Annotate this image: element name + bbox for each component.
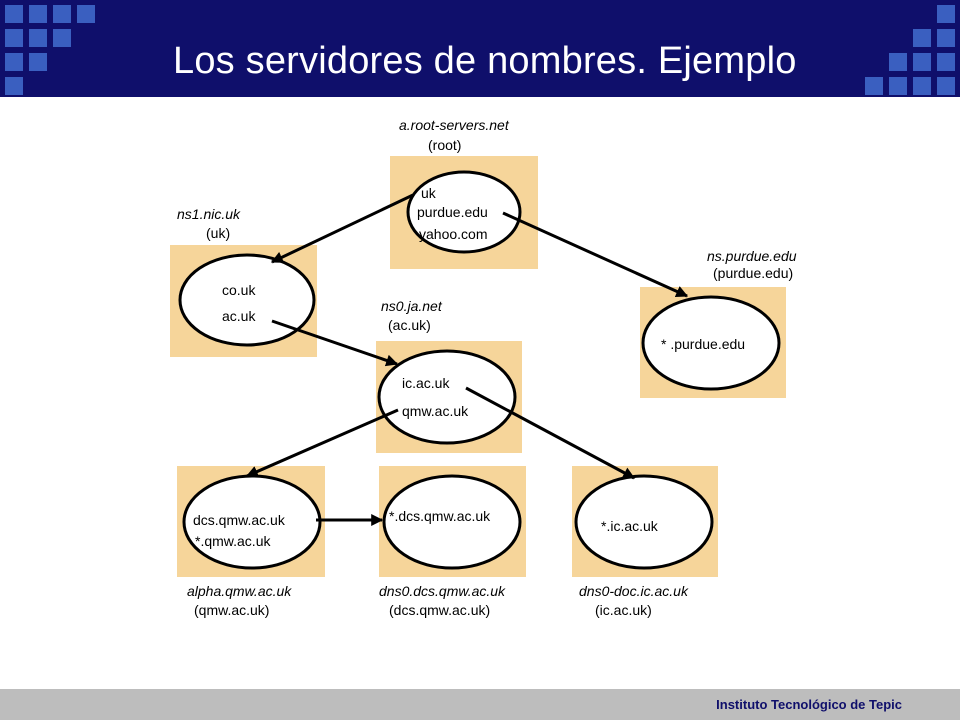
decor-square [889, 53, 907, 71]
decor-square [913, 53, 931, 71]
server-zone: (qmw.ac.uk) [194, 602, 269, 618]
server-dns0-dcs-qmw: *.dcs.qmw.ac.uk dns0.dcs.qmw.ac.uk (dcs.… [379, 466, 526, 618]
server-ellipse [574, 474, 714, 570]
decor-square [5, 29, 23, 47]
arrow-root-to-uk [270, 193, 414, 264]
slide-footer: Instituto Tecnológico de Tepic [0, 689, 960, 720]
arrow-ja-to-doc [465, 386, 636, 480]
server-alpha-qmw: dcs.qmw.ac.uk *.qmw.ac.uk alpha.qmw.ac.u… [177, 466, 325, 618]
slide-title: Los servidores de nombres. Ejemplo [173, 40, 797, 82]
server-ellipse [382, 474, 522, 570]
decor-square [53, 29, 71, 47]
zone-entry: dcs.qmw.ac.uk [193, 512, 286, 528]
zone-entry: *.dcs.qmw.ac.uk [389, 508, 491, 524]
zone-entry: ac.uk [222, 308, 256, 324]
server-ellipse [178, 253, 316, 347]
server-name: alpha.qmw.ac.uk [187, 583, 292, 599]
server-ns-purdue-edu: ns.purdue.edu (purdue.edu) * .purdue.edu [640, 248, 797, 398]
zone-entry: yahoo.com [419, 226, 487, 242]
decor-square [913, 77, 931, 95]
server-ellipse [377, 349, 517, 445]
decor-square [937, 5, 955, 23]
decor-square [889, 77, 907, 95]
zone-entry: *.ic.ac.uk [601, 518, 659, 534]
server-ns1-nic-uk: ns1.nic.uk (uk) co.uk ac.uk [170, 206, 317, 357]
server-root: a.root-servers.net (root) uk purdue.edu … [390, 117, 538, 269]
server-name: ns0.ja.net [381, 298, 443, 314]
server-ellipse [641, 295, 781, 391]
arrow-ja-to-alpha [245, 408, 399, 478]
server-name: a.root-servers.net [399, 117, 510, 133]
zone-entry: ic.ac.uk [402, 375, 450, 391]
server-zone: (purdue.edu) [713, 265, 793, 281]
dns-hierarchy-diagram: a.root-servers.net (root) uk purdue.edu … [170, 117, 797, 618]
decor-square [937, 53, 955, 71]
server-name: dns0-doc.ic.ac.uk [579, 583, 689, 599]
zone-entry: uk [421, 185, 437, 201]
footer-institution: Instituto Tecnológico de Tepic [716, 697, 902, 712]
decor-square [937, 29, 955, 47]
zone-entry: co.uk [222, 282, 256, 298]
referral-arrows [245, 193, 689, 526]
decor-square [53, 5, 71, 23]
arrow-uk-to-ja [271, 319, 399, 367]
zone-entry: qmw.ac.uk [402, 403, 469, 419]
zone-entry: * .purdue.edu [661, 336, 745, 352]
server-ns0-ja-net: ns0.ja.net (ac.uk) ic.ac.uk qmw.ac.uk [376, 298, 522, 453]
zone-entry: *.qmw.ac.uk [195, 533, 271, 549]
server-zone: (dcs.qmw.ac.uk) [389, 602, 490, 618]
server-zone: (ic.ac.uk) [595, 602, 652, 618]
decor-square [865, 77, 883, 95]
server-zone: (ac.uk) [388, 317, 431, 333]
decor-square [29, 53, 47, 71]
server-dns0-doc-ic: *.ic.ac.uk dns0-doc.ic.ac.uk (ic.ac.uk) [572, 466, 718, 618]
decor-square [29, 29, 47, 47]
server-zone: (uk) [206, 225, 230, 241]
arrow-root-to-purdue [502, 211, 689, 298]
decor-square [913, 29, 931, 47]
zone-entry: purdue.edu [417, 204, 488, 220]
decor-square [5, 77, 23, 95]
decor-square [5, 53, 23, 71]
decor-square [77, 5, 95, 23]
server-name: dns0.dcs.qmw.ac.uk [379, 583, 506, 599]
server-name: ns1.nic.uk [177, 206, 241, 222]
server-ellipse [406, 170, 522, 254]
server-zone: (root) [428, 137, 461, 153]
server-name: ns.purdue.edu [707, 248, 797, 264]
decor-square [5, 5, 23, 23]
slide-header: Los servidores de nombres. Ejemplo [0, 0, 960, 97]
decor-square [937, 77, 955, 95]
decor-square [29, 5, 47, 23]
